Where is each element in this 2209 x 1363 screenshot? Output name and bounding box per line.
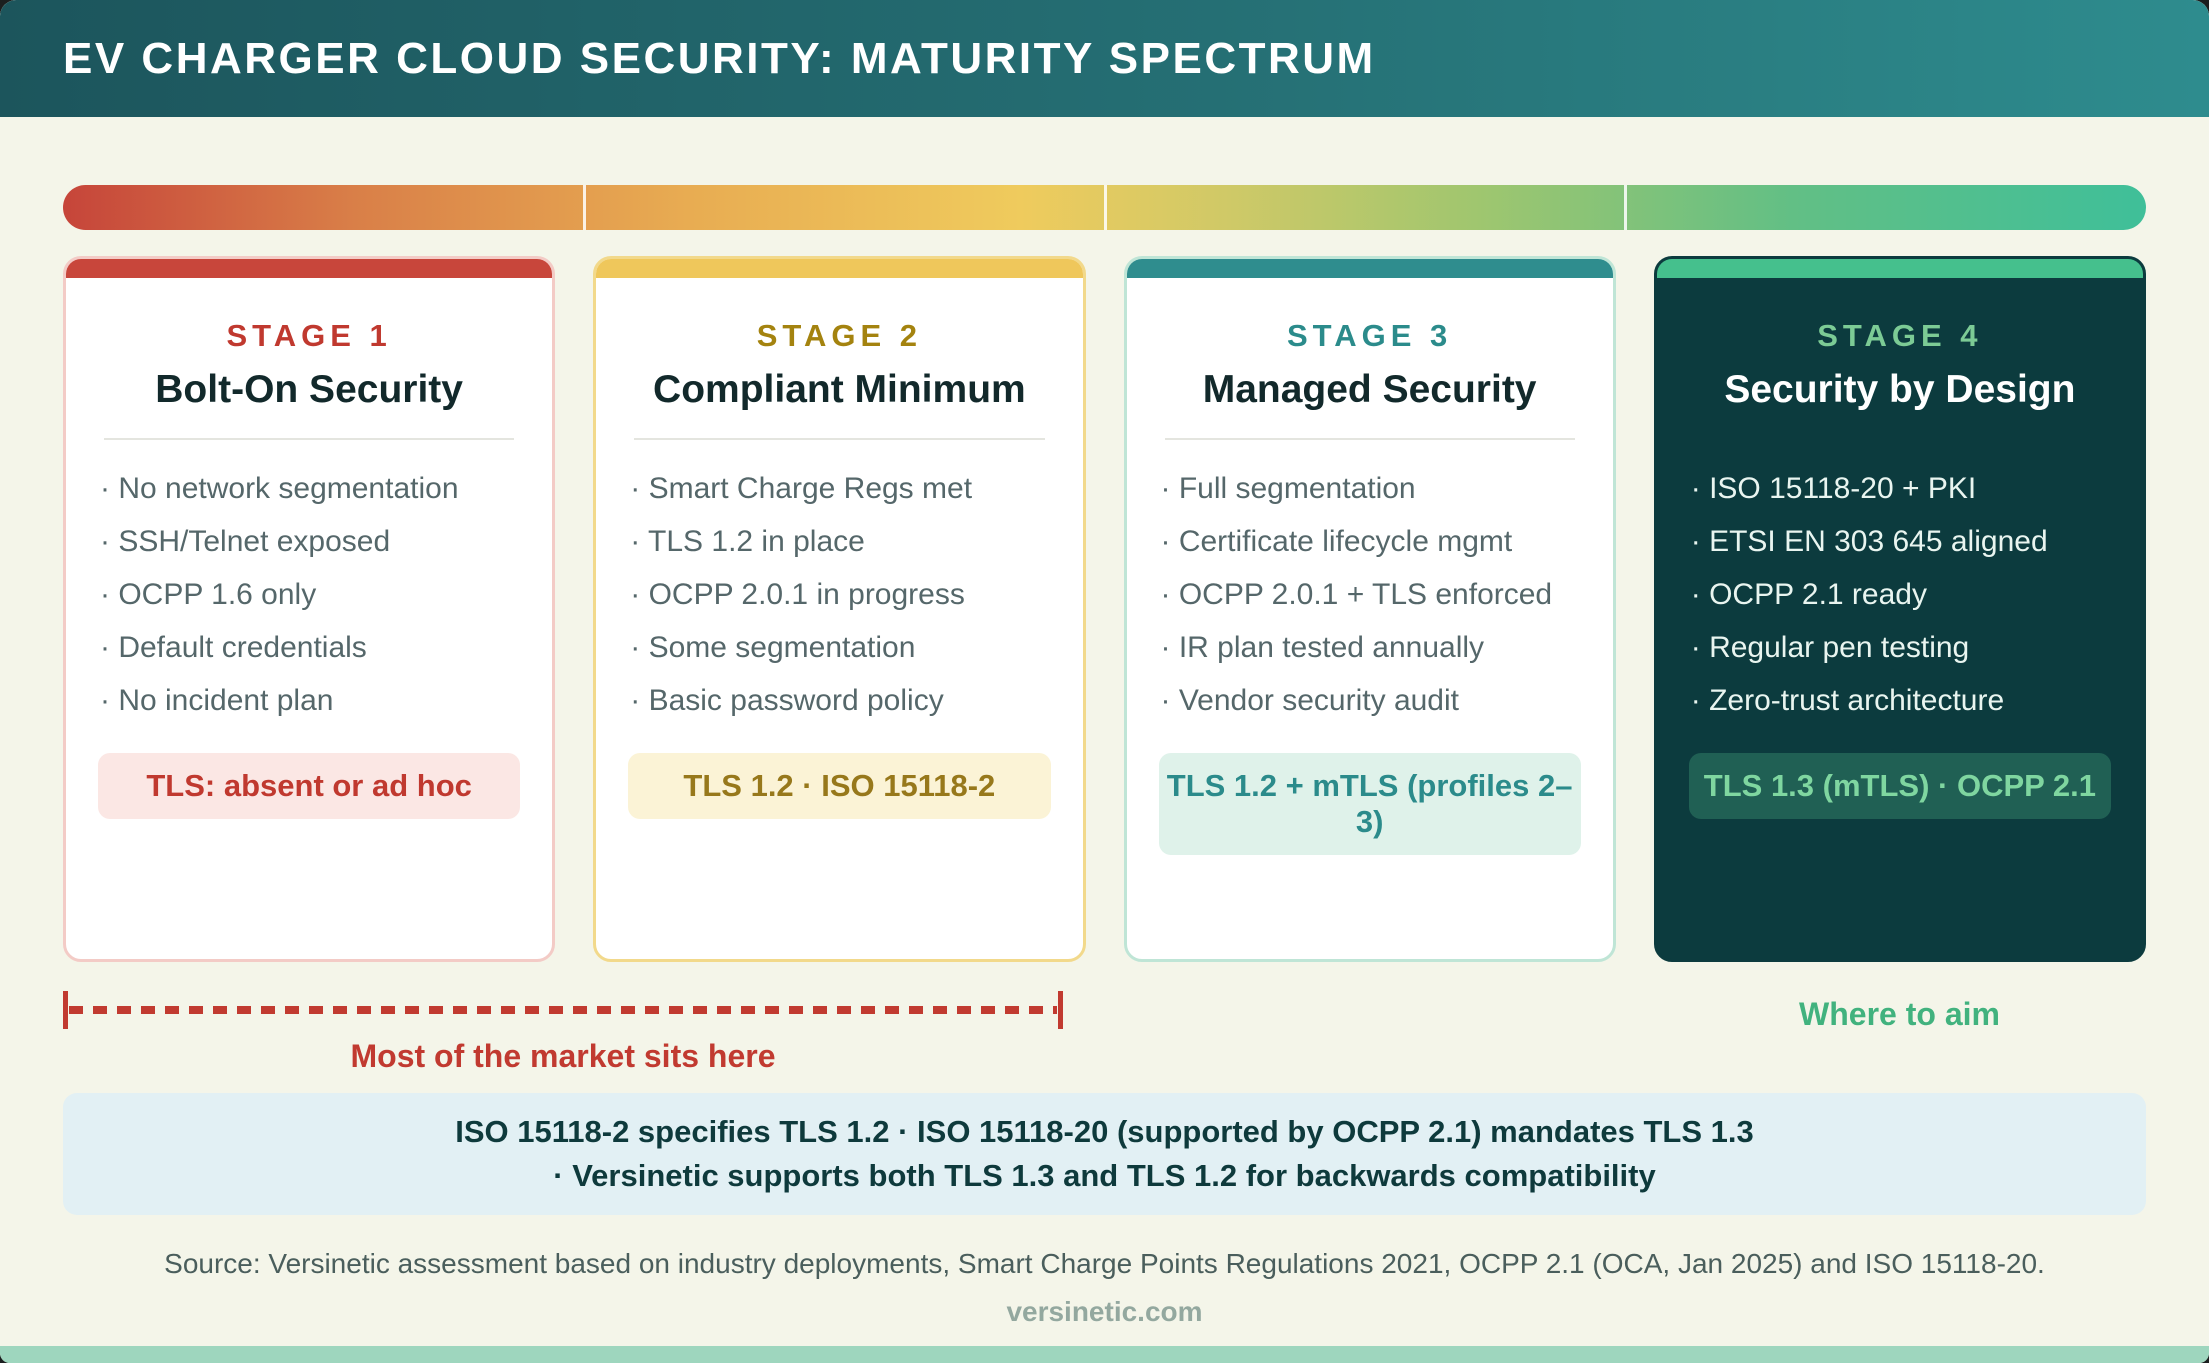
maturity-gradient-bar bbox=[63, 185, 2146, 230]
bullet-item: · SSH/Telnet exposed bbox=[100, 525, 391, 558]
bullet-item: · Full segmentation bbox=[1160, 472, 1416, 505]
card-divider bbox=[1164, 438, 1575, 440]
stage-2-bullet-list: · Smart Charge Regs met · TLS 1.2 in pla… bbox=[622, 462, 1056, 727]
stage-3-bullet-list: · Full segmentation · Certificate lifecy… bbox=[1153, 462, 1587, 727]
dashed-range-line bbox=[69, 1006, 1057, 1014]
gradient-segment-divider bbox=[1103, 185, 1107, 230]
website-url: versinetic.com bbox=[1006, 1296, 1203, 1327]
stage-card-2: STAGE 2 Compliant Minimum · Smart Charge… bbox=[593, 256, 1086, 962]
stage-3-label: STAGE 3 bbox=[1286, 318, 1453, 353]
bullet-item: · Smart Charge Regs met bbox=[630, 472, 973, 505]
header-bar: EV CHARGER CLOUD SECURITY: MATURITY SPEC… bbox=[0, 0, 2209, 117]
bullet-item: · IR plan tested annually bbox=[1160, 631, 1485, 664]
stage-4-body: STAGE 4 Security by Design · ISO 15118-2… bbox=[1657, 278, 2143, 819]
card-divider bbox=[1695, 438, 2105, 440]
footer-accent-strip bbox=[0, 1346, 2209, 1363]
stage-card-1: STAGE 1 Bolt-On Security · No network se… bbox=[63, 256, 556, 962]
stage-1-accent-bar bbox=[66, 259, 553, 278]
bullet-item: · Certificate lifecycle mgmt bbox=[1160, 525, 1513, 558]
stage-2-body: STAGE 2 Compliant Minimum · Smart Charge… bbox=[596, 278, 1082, 819]
stage-1-tls-pill: TLS: absent or ad hoc bbox=[98, 753, 521, 819]
bullet-item: · OCPP 2.0.1 + TLS enforced bbox=[1160, 578, 1553, 611]
aim-annotation: Where to aim bbox=[1799, 996, 2000, 1032]
stage-2-tls-pill: TLS 1.2 · ISO 15118-2 bbox=[628, 753, 1051, 819]
stage-card-3: STAGE 3 Managed Security · Full segmenta… bbox=[1123, 256, 1616, 962]
stage-1-bullet-list: · No network segmentation · SSH/Telnet e… bbox=[92, 462, 526, 727]
gradient-segment-divider bbox=[582, 185, 586, 230]
bullet-item: · Vendor security audit bbox=[1160, 684, 1460, 717]
stage-3-accent-bar bbox=[1126, 259, 1613, 278]
card-divider bbox=[104, 438, 515, 440]
bullet-item: · Default credentials bbox=[100, 631, 367, 664]
source-attribution: Source: Versinetic assessment based on i… bbox=[164, 1248, 2045, 1279]
stage-3-tls-pill: TLS 1.2 + mTLS (profiles 2–3) bbox=[1158, 753, 1581, 855]
stage-4-tls-pill: TLS 1.3 (mTLS) · OCPP 2.1 bbox=[1688, 753, 2111, 819]
bullet-item: · OCPP 2.0.1 in progress bbox=[630, 578, 965, 611]
stage-card-4: STAGE 4 Security by Design · ISO 15118-2… bbox=[1653, 256, 2146, 962]
bullet-item: · Basic password policy bbox=[630, 684, 944, 717]
info-line-2: · Versinetic supports both TLS 1.3 and T… bbox=[553, 1158, 1656, 1193]
stage-2-accent-bar bbox=[596, 259, 1083, 278]
stage-4-bullet-list: · ISO 15118-20 + PKI · ETSI EN 303 645 a… bbox=[1683, 462, 2117, 727]
stage-3-title: Managed Security bbox=[1202, 368, 1537, 411]
range-tick-right bbox=[1058, 991, 1063, 1029]
bullet-item: · Zero-trust architecture bbox=[1690, 684, 2005, 717]
bullet-item: · Some segmentation bbox=[630, 631, 916, 664]
bullet-item: · Regular pen testing bbox=[1690, 631, 1970, 664]
stage-1-title: Bolt-On Security bbox=[155, 368, 463, 411]
gradient-segment-divider bbox=[1624, 185, 1628, 230]
bullet-item: · TLS 1.2 in place bbox=[630, 525, 865, 558]
stage-1-body: STAGE 1 Bolt-On Security · No network se… bbox=[66, 278, 552, 819]
stage-2-label: STAGE 2 bbox=[756, 318, 923, 353]
market-range-marker bbox=[63, 991, 1063, 1029]
stage-2-title: Compliant Minimum bbox=[653, 368, 1026, 411]
tls-standards-info-box: ISO 15118-2 specifies TLS 1.2 · ISO 1511… bbox=[63, 1093, 2146, 1215]
stage-cards-row: STAGE 1 Bolt-On Security · No network se… bbox=[63, 256, 2146, 962]
bullet-item: · ISO 15118-20 + PKI bbox=[1690, 472, 1977, 505]
bullet-item: · ETSI EN 303 645 aligned bbox=[1690, 525, 2048, 558]
bullet-item: · OCPP 2.1 ready bbox=[1690, 578, 1927, 611]
page-title: EV CHARGER CLOUD SECURITY: MATURITY SPEC… bbox=[63, 33, 1376, 83]
stage-4-accent-bar bbox=[1656, 259, 2143, 278]
stage-4-title: Security by Design bbox=[1724, 368, 2076, 411]
bullet-item: · OCPP 1.6 only bbox=[100, 578, 317, 611]
stage-4-label: STAGE 4 bbox=[1817, 318, 1983, 353]
info-line-1: ISO 15118-2 specifies TLS 1.2 · ISO 1511… bbox=[455, 1114, 1754, 1149]
market-annotation: Most of the market sits here bbox=[350, 1038, 776, 1074]
card-divider bbox=[634, 438, 1045, 440]
bullet-item: · No incident plan bbox=[100, 684, 334, 717]
stage-3-body: STAGE 3 Managed Security · Full segmenta… bbox=[1127, 278, 1613, 855]
range-tick-left bbox=[63, 991, 68, 1029]
bullet-item: · No network segmentation bbox=[100, 472, 459, 505]
stage-1-label: STAGE 1 bbox=[226, 318, 392, 353]
